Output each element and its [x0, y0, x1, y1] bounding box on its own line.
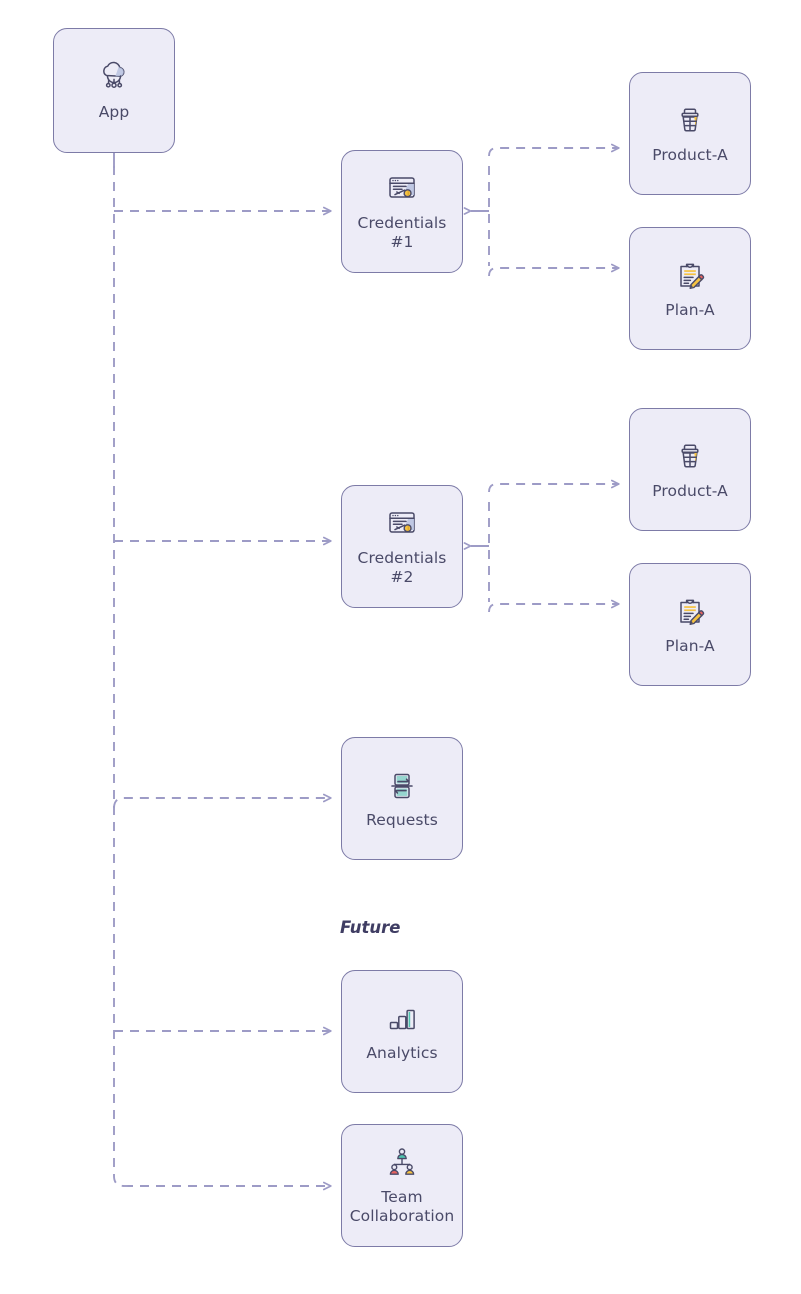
- node-product-a-2[interactable]: Product-A: [629, 408, 751, 531]
- node-analytics[interactable]: Analytics: [341, 970, 463, 1093]
- shopping-basket-icon: [672, 439, 708, 475]
- node-label: Analytics: [366, 1043, 438, 1062]
- clipboard-pencil-icon: [672, 594, 708, 630]
- edge-cred1-to-plan1: [488, 263, 620, 277]
- documents-sync-icon: [384, 768, 420, 804]
- browser-key-icon: [384, 506, 420, 542]
- node-label: Plan-A: [665, 636, 715, 655]
- team-people-icon: [384, 1145, 420, 1181]
- edge-cred2-to-plan2: [488, 599, 620, 613]
- node-label: Credentials #1: [357, 214, 447, 251]
- node-label: Product-A: [652, 145, 728, 164]
- edge-app-trunk: [113, 166, 125, 1187]
- node-app[interactable]: App: [53, 28, 175, 153]
- node-label: App: [98, 102, 130, 121]
- node-label: Team Collaboration: [349, 1188, 455, 1225]
- node-label: Plan-A: [665, 300, 715, 319]
- browser-key-icon: [384, 171, 420, 207]
- node-plan-a-2[interactable]: Plan-A: [629, 563, 751, 686]
- node-team-collaboration[interactable]: Team Collaboration: [341, 1124, 463, 1247]
- cloud-network-icon: [96, 60, 132, 96]
- group-label-future: Future: [340, 918, 401, 937]
- node-product-a-1[interactable]: Product-A: [629, 72, 751, 195]
- bar-chart-icon: [384, 1001, 420, 1037]
- node-requests[interactable]: Requests: [341, 737, 463, 860]
- edge-cred2-to-product2: [488, 479, 620, 493]
- shopping-basket-icon: [672, 103, 708, 139]
- node-label: Requests: [366, 810, 438, 829]
- node-credentials-2[interactable]: Credentials #2: [341, 485, 463, 608]
- node-label: Credentials #2: [357, 549, 447, 586]
- node-credentials-1[interactable]: Credentials #1: [341, 150, 463, 273]
- node-plan-a-1[interactable]: Plan-A: [629, 227, 751, 350]
- clipboard-pencil-icon: [672, 258, 708, 294]
- edge-cred1-to-product1: [488, 143, 620, 157]
- edge-app-to-requests: [113, 793, 332, 809]
- node-label: Product-A: [652, 481, 728, 500]
